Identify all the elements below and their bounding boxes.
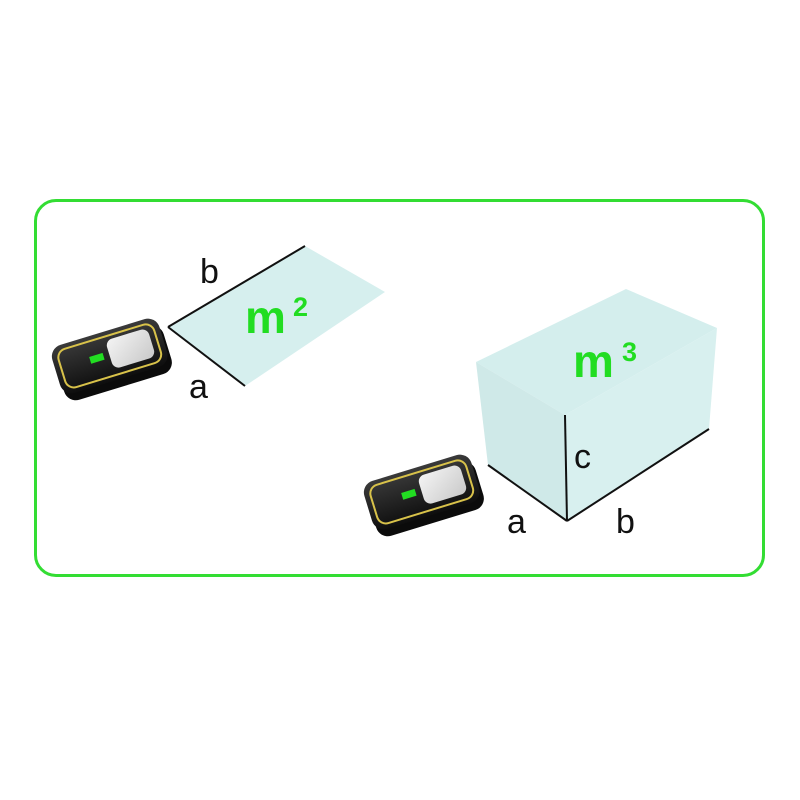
panel-frame: [34, 199, 765, 577]
area-group: b a m 2: [47, 245, 385, 406]
area-plane: [168, 246, 385, 386]
edge-b-label: b: [200, 253, 219, 291]
volume-unit-exponent: 3: [622, 337, 637, 367]
volume-group: m 3 c a b: [359, 289, 717, 541]
edge-a-label: a: [189, 368, 208, 406]
area-unit-exponent: 2: [293, 292, 308, 322]
laser-distance-meter-icon: [47, 314, 176, 405]
edge-b-label-3d: b: [616, 503, 635, 541]
edge-a-line-3d: [487, 464, 568, 522]
edge-c-line: [564, 414, 568, 522]
edge-a-line: [167, 326, 246, 387]
box-right-face: [565, 328, 717, 521]
laser-distance-meter-icon: [359, 450, 488, 541]
box-top-face: [476, 289, 717, 415]
edge-b-line: [167, 245, 306, 328]
area-unit-base: m: [245, 291, 286, 343]
volume-unit-base: m: [573, 335, 614, 387]
box-left-face: [476, 362, 567, 521]
edge-a-label-3d: a: [507, 503, 526, 541]
edge-c-label: c: [574, 438, 591, 476]
edge-b-line-3d: [566, 428, 710, 522]
